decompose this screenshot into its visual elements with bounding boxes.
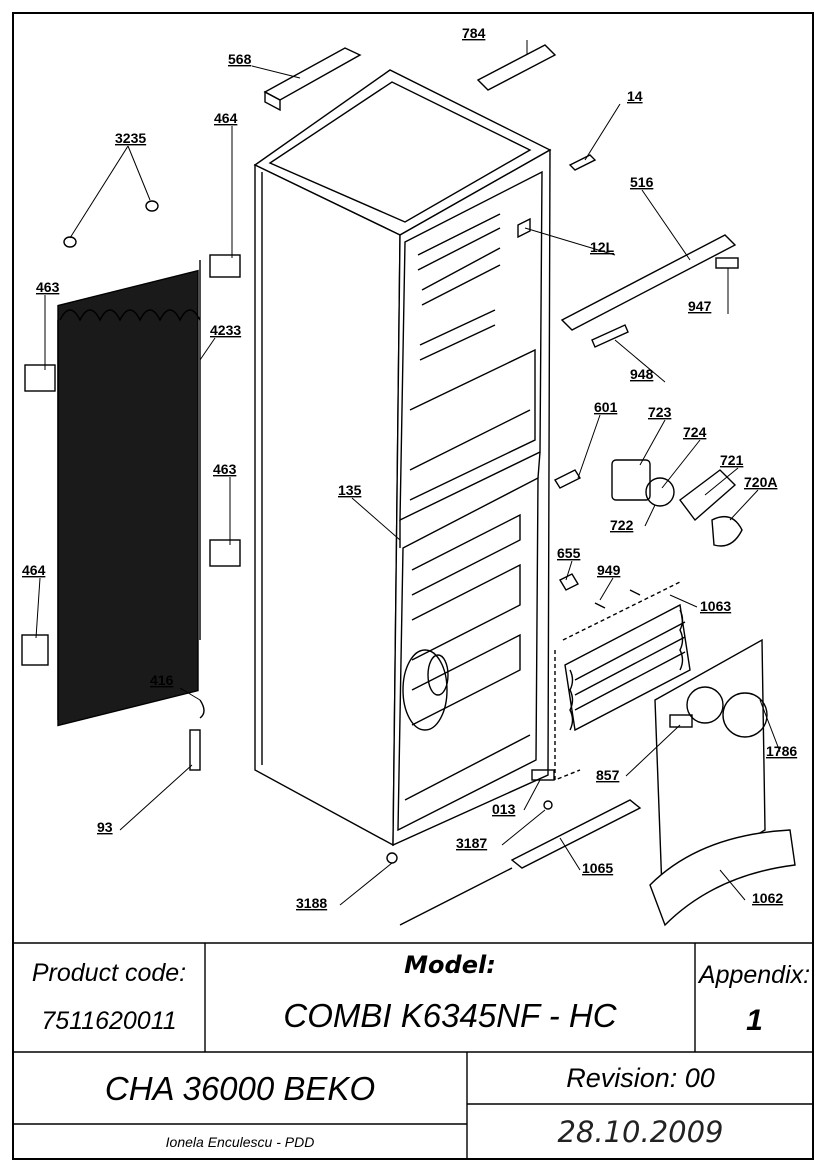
part-label: 949	[597, 562, 621, 578]
hinge-464-bottom	[21, 634, 49, 666]
leader-lines	[35, 40, 781, 906]
part-label: 568	[228, 51, 252, 67]
part-655	[559, 573, 579, 591]
chassis: CHA 36000 BEKO	[104, 1070, 376, 1107]
revision: Revision: 00	[566, 1062, 715, 1093]
drier-93	[189, 729, 201, 771]
part-3235-b	[145, 200, 159, 212]
part-label: 135	[338, 482, 362, 498]
part-label: 601	[594, 399, 618, 415]
part-label: 464	[214, 110, 238, 126]
model-name: COMBI K6345NF - HC	[283, 997, 617, 1034]
foot-3188	[386, 852, 398, 864]
cabinet-body	[253, 69, 552, 847]
part-label: 655	[557, 545, 581, 561]
part-label: 463	[36, 279, 60, 295]
bracket-463-right	[209, 539, 241, 567]
part-label: 12L	[590, 239, 615, 255]
appendix-number: 1	[746, 1004, 763, 1037]
part-label: 3187	[456, 835, 487, 851]
part-568	[263, 47, 362, 101]
part-948	[591, 324, 629, 348]
part-label: 947	[688, 298, 712, 314]
part-label: 784	[462, 25, 486, 41]
part-013	[531, 769, 555, 781]
condenser-coil	[57, 260, 201, 727]
part-label: 516	[630, 174, 654, 190]
part-label: 013	[492, 801, 516, 817]
evaporator	[554, 581, 691, 782]
part-416	[199, 699, 205, 719]
product-code: 7511620011	[41, 1006, 177, 1035]
fan-assembly	[611, 459, 743, 547]
model-label: Model:	[404, 951, 496, 979]
part-3235-a	[63, 236, 77, 248]
part-label: 1065	[582, 860, 613, 876]
part-601	[553, 469, 582, 489]
part-label: 1786	[766, 743, 797, 759]
part-12L	[517, 217, 531, 239]
part-label: 3188	[296, 895, 327, 911]
back-cover	[649, 638, 796, 927]
tray-1065	[510, 799, 642, 869]
part-labels: 784 568 464 3235 14 516 12L 947 463 4233…	[22, 25, 797, 911]
hinge-464-top	[209, 254, 241, 278]
part-label: 463	[213, 461, 237, 477]
part-label: 1063	[700, 598, 731, 614]
bracket-463-left	[24, 364, 56, 392]
part-784	[476, 44, 557, 91]
part-label: 4233	[210, 322, 241, 338]
part-14	[568, 154, 597, 171]
part-label: 724	[683, 424, 707, 440]
product-code-label: Product code:	[31, 958, 187, 987]
part-label: 857	[596, 767, 620, 783]
part-label: 416	[150, 672, 174, 688]
author: Ionela Enculescu - PDD	[165, 1134, 315, 1150]
part-label: 722	[610, 517, 634, 533]
part-949	[594, 589, 641, 609]
appendix-label: Appendix:	[698, 960, 811, 989]
part-label: 3235	[115, 130, 146, 146]
part-label: 948	[630, 366, 654, 382]
part-label: 721	[720, 452, 744, 468]
date: 28.10.2009	[557, 1115, 724, 1149]
part-label: 93	[97, 819, 113, 835]
part-947	[715, 257, 739, 269]
part-label: 14	[627, 88, 643, 104]
title-block-grid	[13, 942, 813, 1159]
part-label: 1062	[752, 890, 783, 906]
part-label: 723	[648, 404, 672, 420]
part-516	[560, 234, 737, 331]
sheet-border	[12, 12, 814, 1160]
part-label: 720A	[744, 474, 777, 490]
part-label: 464	[22, 562, 46, 578]
screw-3187	[543, 800, 553, 810]
